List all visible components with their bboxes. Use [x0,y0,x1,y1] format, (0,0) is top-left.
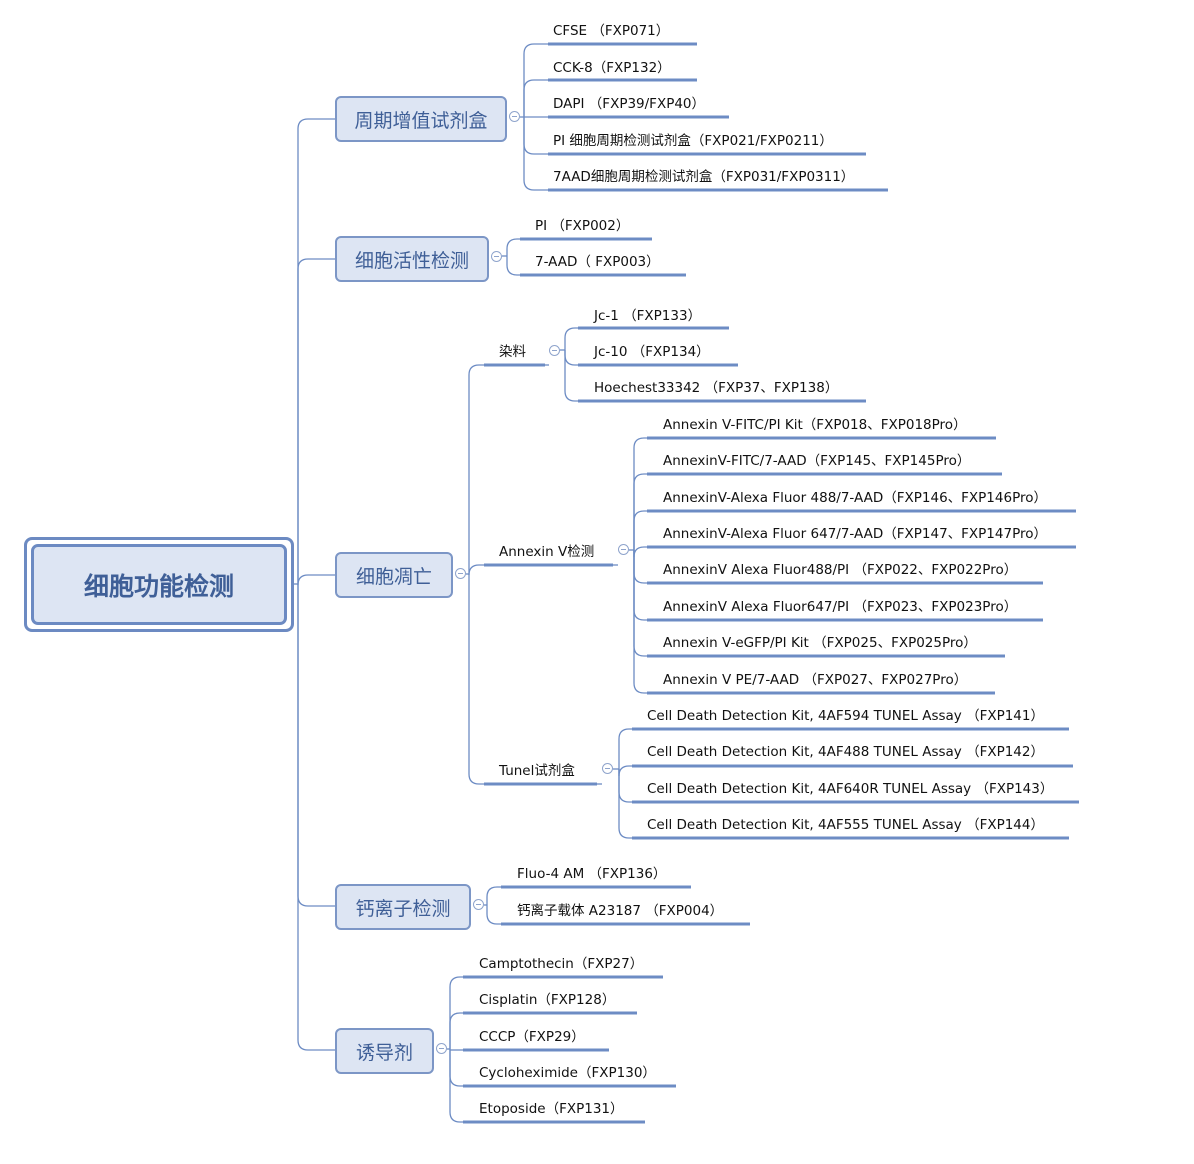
collapse-toggle-calcium[interactable] [473,899,484,910]
connector-line [523,43,548,117]
leaf-item[interactable]: Annexin V PE/7-AAD （FXP027、FXP027Pro） [663,672,968,688]
leaf-item[interactable]: Cell Death Detection Kit, 4AF488 TUNEL A… [647,744,1044,760]
leaf-item[interactable]: Cell Death Detection Kit, 4AF640R TUNEL … [647,781,1054,797]
leaf-item[interactable]: DAPI （FXP39/FXP40） [553,96,706,112]
leaf-item[interactable]: Cisplatin（FXP128） [479,992,616,1008]
root-node[interactable]: 细胞功能检测 [31,544,287,625]
leaf-item[interactable]: Etoposide（FXP131） [479,1101,624,1117]
leaf-item[interactable]: Cell Death Detection Kit, 4AF594 TUNEL A… [647,708,1044,724]
connector-line [618,769,632,839]
collapse-toggle-tunel[interactable] [602,763,613,774]
leaf-item[interactable]: Camptothecin（FXP27） [479,956,644,972]
leaf-item[interactable]: CFSE （FXP071） [553,23,670,39]
connector-line [297,584,335,907]
leaf-item[interactable]: PI 细胞周期检测试剂盒（FXP021/FXP0211） [553,133,833,149]
connector-line [297,258,335,584]
connector-line [297,584,335,1051]
connector-line [449,976,463,1049]
leaf-item[interactable]: Fluo-4 AM （FXP136） [517,866,667,882]
collapse-toggle-dyes[interactable] [549,345,560,356]
subbranch-dyes[interactable]: 染料 [499,344,526,360]
connector-line [468,564,484,576]
connector-line [633,546,647,558]
connector-line [449,1049,463,1087]
connector-line [633,437,647,550]
leaf-item[interactable]: AnnexinV-Alexa Fluor 647/7-AAD（FXP147、FX… [663,526,1047,542]
connector-line [618,728,632,769]
collapse-toggle-viability[interactable] [491,251,502,262]
connector-line [506,256,520,276]
collapse-toggle-annexin[interactable] [618,544,629,555]
connector-line [468,364,484,574]
leaf-item[interactable]: AnnexinV-FITC/7-AAD（FXP145、FXP145Pro） [663,453,971,469]
collapse-toggle-inducers[interactable] [436,1043,447,1054]
leaf-item[interactable]: Annexin V-eGFP/PI Kit （FXP025、FXP025Pro） [663,635,977,651]
leaf-item[interactable]: AnnexinV Alexa Fluor488/PI （FXP022、FXP02… [663,562,1018,578]
connector-line [618,769,632,803]
leaf-item[interactable]: 7AAD细胞周期检测试剂盒（FXP031/FXP0311） [553,169,855,185]
connector-line [564,350,578,366]
connector-line [564,327,578,350]
connector-line [486,886,501,905]
branch-apoptosis[interactable]: 细胞凋亡 [335,552,453,598]
branch-viability[interactable]: 细胞活性检测 [335,236,489,282]
connector-line [633,473,647,550]
connector-line [633,510,647,550]
leaf-item[interactable]: Jc-10 （FXP134） [594,344,710,360]
connector-line [449,1012,463,1049]
connector-line [486,905,501,925]
connector-line [633,550,647,694]
leaf-item[interactable]: 钙离子载体 A23187 （FXP004） [517,903,724,919]
connector-line [633,550,647,584]
leaf-item[interactable]: Hoechest33342 （FXP37、FXP138） [594,380,839,396]
connector-line [523,117,548,191]
connector-line [633,550,647,657]
subbranch-annexin[interactable]: Annexin V检测 [499,544,595,560]
connector-line [506,238,520,256]
branch-calcium[interactable]: 钙离子检测 [335,884,471,930]
subbranch-tunel[interactable]: Tunel试剂盒 [499,763,575,779]
connector-line [297,574,335,586]
leaf-item[interactable]: Cell Death Detection Kit, 4AF555 TUNEL A… [647,817,1044,833]
leaf-item[interactable]: AnnexinV Alexa Fluor647/PI （FXP023、FXP02… [663,599,1018,615]
connector-line [633,550,647,621]
branch-cycle[interactable]: 周期增值试剂盒 [335,96,507,142]
leaf-item[interactable]: Annexin V-FITC/PI Kit（FXP018、FXP018Pro） [663,417,967,433]
branch-inducers[interactable]: 诱导剂 [335,1028,434,1074]
connector-line [449,1049,463,1123]
connector-line [618,765,632,777]
leaf-item[interactable]: AnnexinV-Alexa Fluor 488/7-AAD（FXP146、FX… [663,490,1047,506]
connector-line [297,118,335,584]
leaf-item[interactable]: Cycloheximide（FXP130） [479,1065,656,1081]
connector-line [523,117,548,155]
leaf-item[interactable]: 7-AAD（ FXP003） [535,254,660,270]
connector-line [564,350,578,402]
leaf-item[interactable]: CCCP（FXP29） [479,1029,585,1045]
connector-line [468,574,484,785]
leaf-item[interactable]: PI （FXP002） [535,218,630,234]
collapse-toggle-apoptosis[interactable] [455,568,466,579]
collapse-toggle-cycle[interactable] [509,111,520,122]
leaf-item[interactable]: Jc-1 （FXP133） [594,308,702,324]
connector-line [523,79,548,117]
leaf-item[interactable]: CCK-8（FXP132） [553,60,671,76]
